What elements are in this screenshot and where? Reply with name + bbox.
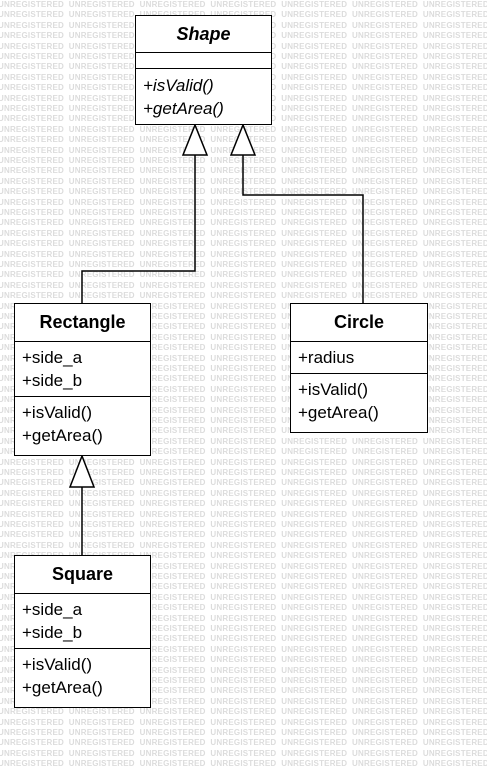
operation: +isValid() bbox=[22, 655, 93, 674]
watermark-row: UNREGISTERED UNREGISTERED UNREGISTERED U… bbox=[0, 239, 487, 249]
watermark-row: UNREGISTERED UNREGISTERED UNREGISTERED U… bbox=[0, 228, 487, 238]
watermark-row: UNREGISTERED UNREGISTERED UNREGISTERED U… bbox=[0, 530, 487, 540]
operation: +isValid() bbox=[298, 380, 369, 399]
watermark-row: UNREGISTERED UNREGISTERED UNREGISTERED U… bbox=[0, 374, 487, 384]
watermark-row: UNREGISTERED UNREGISTERED UNREGISTERED U… bbox=[0, 707, 487, 717]
watermark-row: UNREGISTERED UNREGISTERED UNREGISTERED U… bbox=[0, 0, 487, 9]
watermark-row: UNREGISTERED UNREGISTERED UNREGISTERED U… bbox=[0, 332, 487, 342]
operation: +getArea() bbox=[22, 678, 103, 697]
operation: +getArea() bbox=[22, 426, 103, 445]
class-shape-operations: +isValid() +getArea() bbox=[136, 69, 271, 124]
watermark-row: UNREGISTERED UNREGISTERED UNREGISTERED U… bbox=[0, 696, 487, 706]
watermark-row: UNREGISTERED UNREGISTERED UNREGISTERED U… bbox=[0, 322, 487, 332]
watermark-row: UNREGISTERED UNREGISTERED UNREGISTERED U… bbox=[0, 197, 487, 207]
class-circle-attributes: +radius bbox=[291, 342, 427, 374]
operation: +getArea() bbox=[298, 403, 379, 422]
class-circle-name: Circle bbox=[291, 304, 427, 342]
watermark-row: UNREGISTERED UNREGISTERED UNREGISTERED U… bbox=[0, 312, 487, 321]
watermark-row: UNREGISTERED UNREGISTERED UNREGISTERED U… bbox=[0, 592, 487, 602]
watermark-row: UNREGISTERED UNREGISTERED UNREGISTERED U… bbox=[0, 488, 487, 498]
class-rectangle-attributes: +side_a +side_b bbox=[15, 342, 150, 397]
class-shape-name: Shape bbox=[136, 16, 271, 53]
watermark-row: UNREGISTERED UNREGISTERED UNREGISTERED U… bbox=[0, 540, 487, 550]
class-rectangle-operations: +isValid() +getArea() bbox=[15, 397, 150, 451]
watermark-row: UNREGISTERED UNREGISTERED UNREGISTERED U… bbox=[0, 738, 487, 748]
watermark-row: UNREGISTERED UNREGISTERED UNREGISTERED U… bbox=[0, 572, 487, 581]
watermark-row: UNREGISTERED UNREGISTERED UNREGISTERED U… bbox=[0, 686, 487, 696]
class-rectangle-name: Rectangle bbox=[15, 304, 150, 342]
watermark-row: UNREGISTERED UNREGISTERED UNREGISTERED U… bbox=[0, 395, 487, 405]
watermark-row: UNREGISTERED UNREGISTERED UNREGISTERED U… bbox=[0, 270, 487, 280]
watermark-row: UNREGISTERED UNREGISTERED UNREGISTERED U… bbox=[0, 655, 487, 665]
watermark-row: UNREGISTERED UNREGISTERED UNREGISTERED U… bbox=[0, 291, 487, 301]
watermark-row: UNREGISTERED UNREGISTERED UNREGISTERED U… bbox=[0, 717, 487, 727]
operation: +isValid() bbox=[22, 403, 93, 422]
watermark-row: UNREGISTERED UNREGISTERED UNREGISTERED U… bbox=[0, 426, 487, 436]
watermark-row: UNREGISTERED UNREGISTERED UNREGISTERED U… bbox=[0, 478, 487, 488]
watermark-row: UNREGISTERED UNREGISTERED UNREGISTERED U… bbox=[0, 249, 487, 259]
attribute: +side_a bbox=[22, 600, 83, 619]
generalization-circle-shape bbox=[242, 155, 364, 303]
generalization-arrowhead-rectangle-shape bbox=[181, 122, 209, 156]
watermark-row: UNREGISTERED UNREGISTERED UNREGISTERED U… bbox=[0, 364, 487, 373]
class-circle[interactable]: Circle +radius +isValid() +getArea() bbox=[290, 303, 428, 433]
watermark-row: UNREGISTERED UNREGISTERED UNREGISTERED U… bbox=[0, 436, 487, 446]
watermark-row: UNREGISTERED UNREGISTERED UNREGISTERED U… bbox=[0, 416, 487, 425]
watermark-row: UNREGISTERED UNREGISTERED UNREGISTERED U… bbox=[0, 582, 487, 592]
watermark-row: UNREGISTERED UNREGISTERED UNREGISTERED U… bbox=[0, 613, 487, 623]
watermark-row: UNREGISTERED UNREGISTERED UNREGISTERED U… bbox=[0, 748, 487, 758]
watermark-row: UNREGISTERED UNREGISTERED UNREGISTERED U… bbox=[0, 301, 487, 311]
class-circle-operations: +isValid() +getArea() bbox=[291, 374, 427, 428]
operation: +isValid() bbox=[143, 76, 214, 95]
watermark-row: UNREGISTERED UNREGISTERED UNREGISTERED U… bbox=[0, 728, 487, 737]
watermark-row: UNREGISTERED UNREGISTERED UNREGISTERED U… bbox=[0, 208, 487, 217]
watermark-row: UNREGISTERED UNREGISTERED UNREGISTERED U… bbox=[0, 759, 487, 766]
watermark-row: UNREGISTERED UNREGISTERED UNREGISTERED U… bbox=[0, 499, 487, 509]
watermark-row: UNREGISTERED UNREGISTERED UNREGISTERED U… bbox=[0, 509, 487, 519]
watermark-row: UNREGISTERED UNREGISTERED UNREGISTERED U… bbox=[0, 644, 487, 654]
watermark-row: UNREGISTERED UNREGISTERED UNREGISTERED U… bbox=[0, 280, 487, 290]
watermark-row: UNREGISTERED UNREGISTERED UNREGISTERED U… bbox=[0, 343, 487, 353]
watermark-row: UNREGISTERED UNREGISTERED UNREGISTERED U… bbox=[0, 10, 487, 20]
class-square[interactable]: Square +side_a +side_b +isValid() +getAr… bbox=[14, 555, 151, 708]
attribute: +side_b bbox=[22, 371, 83, 390]
attribute: +side_b bbox=[22, 623, 83, 642]
watermark-row: UNREGISTERED UNREGISTERED UNREGISTERED U… bbox=[0, 260, 487, 269]
class-shape[interactable]: Shape +isValid() +getArea() bbox=[135, 15, 272, 125]
watermark-row: UNREGISTERED UNREGISTERED UNREGISTERED U… bbox=[0, 665, 487, 675]
attribute: +side_a bbox=[22, 348, 83, 367]
generalization-arrowhead-square-rectangle bbox=[68, 453, 96, 488]
watermark-row: UNREGISTERED UNREGISTERED UNREGISTERED U… bbox=[0, 634, 487, 644]
watermark-row: UNREGISTERED UNREGISTERED UNREGISTERED U… bbox=[0, 603, 487, 613]
watermark-row: UNREGISTERED UNREGISTERED UNREGISTERED U… bbox=[0, 384, 487, 394]
watermark-row: UNREGISTERED UNREGISTERED UNREGISTERED U… bbox=[0, 468, 487, 477]
watermark-row: UNREGISTERED UNREGISTERED UNREGISTERED U… bbox=[0, 447, 487, 457]
class-square-attributes: +side_a +side_b bbox=[15, 594, 150, 649]
class-square-name: Square bbox=[15, 556, 150, 594]
watermark-row: UNREGISTERED UNREGISTERED UNREGISTERED U… bbox=[0, 218, 487, 228]
watermark-row: UNREGISTERED UNREGISTERED UNREGISTERED U… bbox=[0, 405, 487, 415]
attribute: +radius bbox=[298, 348, 355, 367]
watermark-row: UNREGISTERED UNREGISTERED UNREGISTERED U… bbox=[0, 624, 487, 633]
watermark-row: UNREGISTERED UNREGISTERED UNREGISTERED U… bbox=[0, 353, 487, 363]
operation: +getArea() bbox=[143, 99, 224, 118]
class-shape-attributes bbox=[136, 53, 271, 69]
watermark-row: UNREGISTERED UNREGISTERED UNREGISTERED U… bbox=[0, 551, 487, 561]
watermark-row: UNREGISTERED UNREGISTERED UNREGISTERED U… bbox=[0, 676, 487, 685]
watermark-row: UNREGISTERED UNREGISTERED UNREGISTERED U… bbox=[0, 457, 487, 467]
generalization-arrowhead-circle-shape bbox=[229, 122, 257, 156]
class-rectangle[interactable]: Rectangle +side_a +side_b +isValid() +ge… bbox=[14, 303, 151, 456]
watermark-row: UNREGISTERED UNREGISTERED UNREGISTERED U… bbox=[0, 520, 487, 529]
class-square-operations: +isValid() +getArea() bbox=[15, 649, 150, 703]
generalization-rectangle-shape bbox=[81, 155, 196, 303]
watermark-row: UNREGISTERED UNREGISTERED UNREGISTERED U… bbox=[0, 561, 487, 571]
